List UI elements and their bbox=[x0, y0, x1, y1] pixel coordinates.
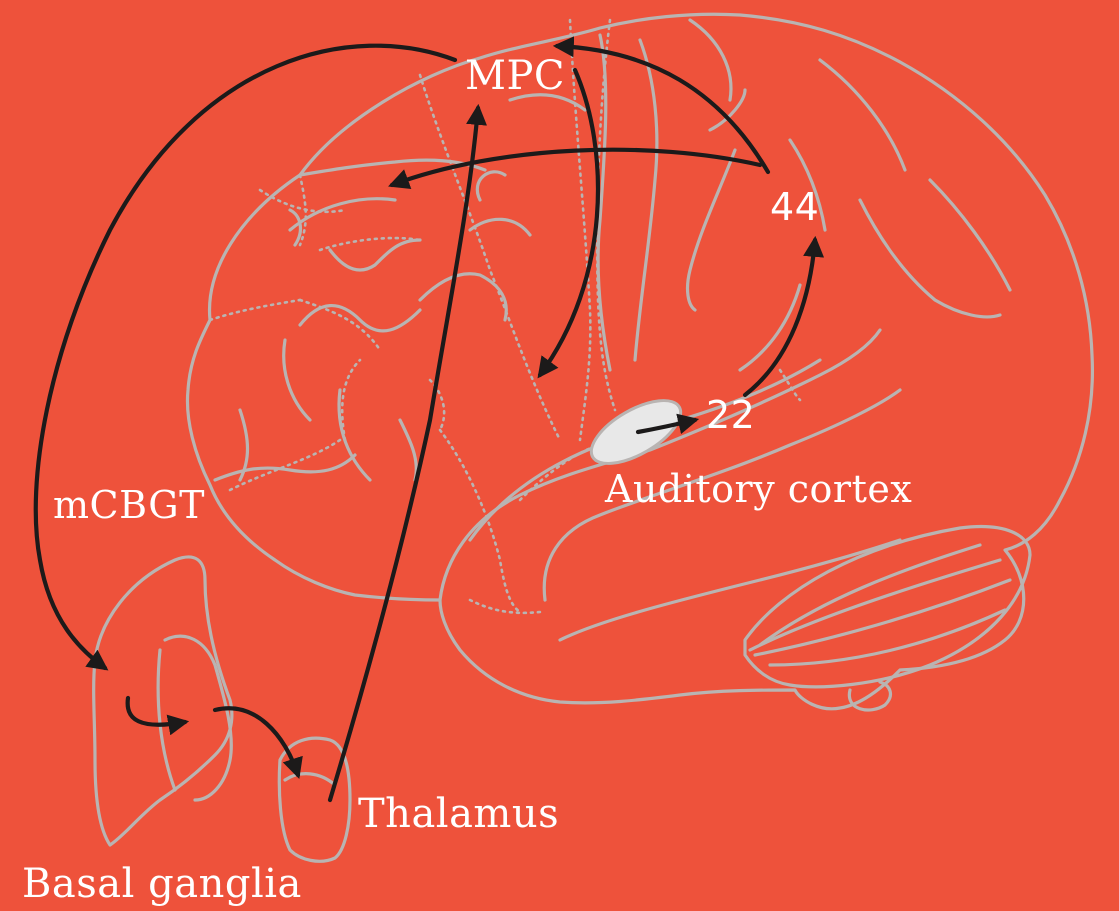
temporal-lobe-folds bbox=[440, 330, 880, 600]
label-area-44: 44 bbox=[770, 188, 819, 226]
label-auditory-cortex: Auditory cortex bbox=[605, 470, 912, 508]
label-mpc: MPC bbox=[465, 56, 565, 96]
label-mcbgt: mCBGT bbox=[53, 486, 205, 524]
label-basal-ganglia: Basal ganglia bbox=[22, 864, 302, 904]
brain-outline bbox=[187, 14, 1092, 709]
brodmann-boundaries bbox=[420, 75, 560, 440]
label-area-22: 22 bbox=[706, 396, 755, 434]
arrow-basal-ganglia-loop-1 bbox=[128, 698, 185, 725]
label-thalamus: Thalamus bbox=[358, 794, 559, 834]
basal-ganglia-outline bbox=[94, 557, 232, 845]
cerebellum-outline bbox=[745, 527, 1030, 687]
